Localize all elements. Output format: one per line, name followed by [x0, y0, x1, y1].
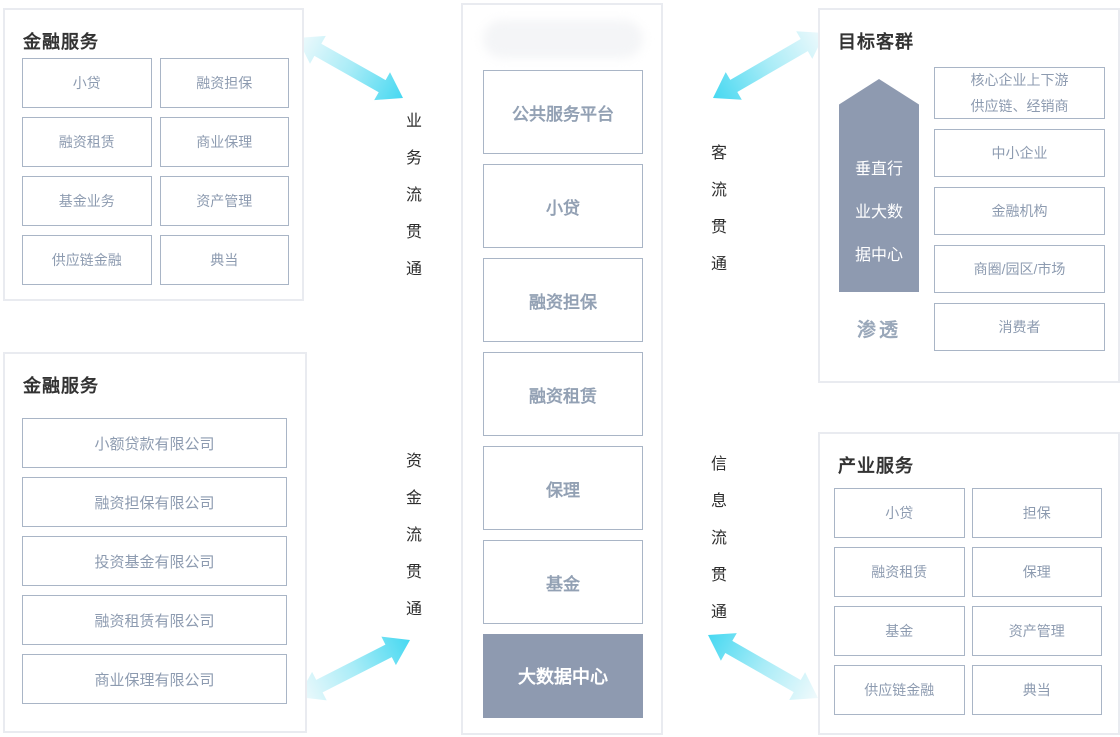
company-box: 融资租赁有限公司 — [22, 595, 287, 645]
platform-box: 基金 — [483, 540, 643, 624]
capital-flow-label: 资金流贯通 — [403, 452, 420, 637]
panel-title: 产业服务 — [838, 456, 914, 476]
service-box: 小贷 — [834, 488, 965, 538]
service-box: 典当 — [971, 665, 1102, 715]
customer-box: 核心企业上下游 供应链、经销商 — [934, 67, 1105, 119]
service-box: 供应链金融 — [834, 665, 965, 715]
service-box: 融资担保 — [159, 58, 289, 108]
company-box: 融资担保有限公司 — [22, 477, 287, 527]
service-box: 融资租赁 — [22, 117, 152, 167]
customer-box: 中小企业 — [934, 129, 1105, 177]
big-data-center-box: 大数据中心 — [483, 634, 643, 718]
financial-services-grid-panel: 金融服务 小贷 融资担保 融资租赁 商业保理 基金业务 资产管理 供应链金融 典… — [3, 8, 304, 301]
platform-box: 保理 — [483, 446, 643, 530]
financial-companies-list: 小额贷款有限公司 融资担保有限公司 投资基金有限公司 融资租赁有限公司 商业保理… — [22, 418, 287, 704]
service-box: 保理 — [971, 547, 1102, 597]
service-box: 担保 — [971, 488, 1102, 538]
penetration-label: 渗透 — [856, 320, 901, 341]
vertical-arrow-label: 垂直行业大数据中心 — [854, 161, 903, 264]
central-platform-panel: 公共服务平台 小贷 融资担保 融资租赁 保理 基金 大数据中心 — [461, 3, 663, 735]
service-box: 商业保理 — [159, 117, 289, 167]
double-arrow-top-right-icon — [713, 31, 825, 100]
service-box: 典当 — [159, 235, 289, 285]
customer-flow-label: 客流贯通 — [708, 144, 725, 292]
customer-box: 消费者 — [934, 303, 1105, 351]
information-flow-label: 信息流贯通 — [708, 455, 725, 640]
service-box: 供应链金融 — [22, 235, 152, 285]
platform-box: 融资担保 — [483, 258, 643, 342]
customer-box: 商圈/园区/市场 — [934, 245, 1105, 293]
double-arrow-bottom-right-icon — [708, 633, 818, 700]
service-box: 基金 — [834, 606, 965, 656]
industry-services-grid: 小贷 担保 融资租赁 保理 基金 资产管理 供应链金融 典当 — [834, 488, 1102, 715]
target-customers-panel: 目标客群 垂直行业大数据中心 渗透 核心企业上下游 供应链、经销商 中小企业 金… — [818, 8, 1120, 383]
platform-box: 融资租赁 — [483, 352, 643, 436]
target-customers-list: 核心企业上下游 供应链、经销商 中小企业 金融机构 商圈/园区/市场 消费者 — [934, 67, 1105, 351]
financial-companies-panel: 金融服务 小额贷款有限公司 融资担保有限公司 投资基金有限公司 融资租赁有限公司… — [3, 352, 307, 733]
double-arrow-top-left-icon — [297, 35, 403, 101]
customer-box: 金融机构 — [934, 187, 1105, 235]
panel-title: 金融服务 — [23, 32, 99, 52]
service-box: 小贷 — [22, 58, 152, 108]
business-flow-label: 业务流贯通 — [403, 112, 420, 297]
industry-services-panel: 产业服务 小贷 担保 融资租赁 保理 基金 资产管理 供应链金融 典当 — [818, 432, 1120, 735]
panel-title: 目标客群 — [838, 32, 914, 52]
financial-services-grid: 小贷 融资担保 融资租赁 商业保理 基金业务 资产管理 供应链金融 典当 — [22, 58, 289, 285]
company-box: 小额贷款有限公司 — [22, 418, 287, 468]
service-box: 资产管理 — [159, 176, 289, 226]
platform-box: 小贷 — [483, 164, 643, 248]
company-box: 商业保理有限公司 — [22, 654, 287, 704]
panel-title: 金融服务 — [23, 376, 99, 396]
service-box: 基金业务 — [22, 176, 152, 226]
vertical-data-arrow-shape: 垂直行业大数据中心 — [839, 79, 919, 292]
central-platform-list: 公共服务平台 小贷 融资担保 融资租赁 保理 基金 大数据中心 — [483, 70, 643, 718]
service-box: 融资租赁 — [834, 547, 965, 597]
platform-box: 公共服务平台 — [483, 70, 643, 154]
service-box: 资产管理 — [971, 606, 1102, 656]
faded-logo-watermark — [483, 20, 643, 58]
company-box: 投资基金有限公司 — [22, 536, 287, 586]
double-arrow-bottom-left-icon — [298, 636, 410, 701]
